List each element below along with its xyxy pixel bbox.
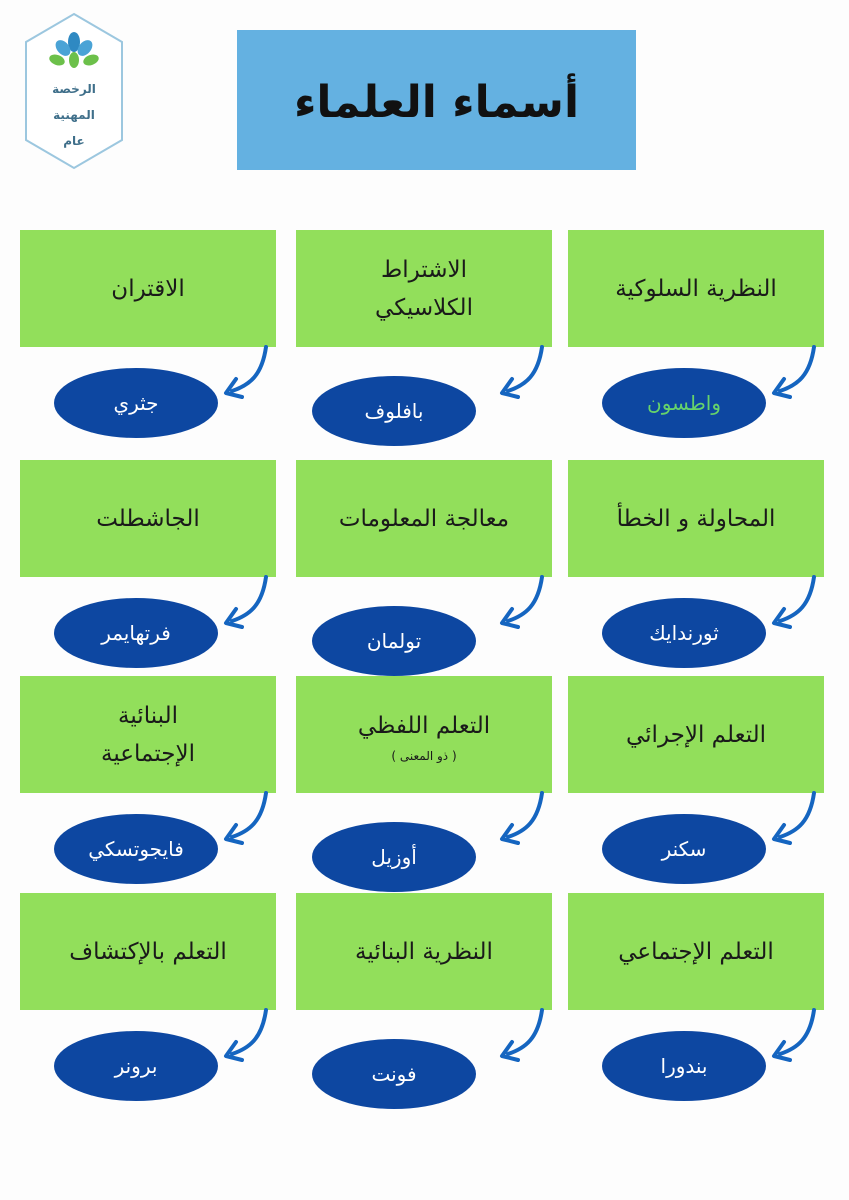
scientist-name: أوزيل <box>371 845 417 869</box>
theory-name: التعلم بالإكتشاف <box>69 938 227 965</box>
scientist-oval: فرتهايمر <box>54 598 218 668</box>
scientist-name: فايجوتسكي <box>88 837 184 861</box>
curved-arrow-icon <box>500 1008 544 1062</box>
logo-line-1: الرخصة <box>52 82 96 96</box>
curved-arrow-icon <box>224 791 268 845</box>
curved-arrow-icon <box>500 345 544 399</box>
theory-name: الاقتران <box>111 275 185 302</box>
theory-name: الإجتماعية <box>101 740 195 767</box>
curved-arrow-icon <box>500 791 544 845</box>
leaf-icon <box>49 32 99 68</box>
scientist-oval: تولمان <box>312 606 476 676</box>
theory-card: النظرية البنائية <box>296 893 552 1010</box>
theory-card: المحاولة و الخطأ <box>568 460 824 577</box>
theory-card: الاقتران <box>20 230 276 347</box>
scientist-name: ثورندايك <box>649 621 719 645</box>
curved-arrow-icon <box>224 345 268 399</box>
scientist-name: برونر <box>114 1054 158 1078</box>
theory-name: الكلاسيكي <box>375 294 473 321</box>
theory-name: البنائية <box>118 702 178 729</box>
theory-card: التعلم بالإكتشاف <box>20 893 276 1010</box>
theory-name: النظرية السلوكية <box>615 275 777 302</box>
logo-badge <box>25 12 123 170</box>
title-banner: أسماء العلماء <box>237 30 636 170</box>
scientist-name: بافلوف <box>364 399 424 423</box>
scientist-oval: بندورا <box>602 1031 766 1101</box>
curved-arrow-icon <box>772 345 816 399</box>
scientist-name: فرتهايمر <box>101 621 171 645</box>
scientist-oval: أوزيل <box>312 822 476 892</box>
theory-name: التعلم اللفظي <box>357 712 491 739</box>
theory-card: التعلم الإجتماعي <box>568 893 824 1010</box>
theory-name: التعلم الإجرائي <box>625 721 767 748</box>
scientist-name: تولمان <box>366 629 422 653</box>
curved-arrow-icon <box>224 1008 268 1062</box>
page-title: أسماء العلماء <box>293 76 580 128</box>
curved-arrow-icon <box>224 575 268 629</box>
theory-card: البنائية الإجتماعية <box>20 676 276 793</box>
curved-arrow-icon <box>772 575 816 629</box>
theory-name: المحاولة و الخطأ <box>616 505 776 532</box>
scientist-oval: واطسون <box>602 368 766 438</box>
theory-card: النظرية السلوكية <box>568 230 824 347</box>
logo-line-2: المهنية <box>53 108 95 122</box>
theory-card: معالجة المعلومات <box>296 460 552 577</box>
scientist-oval: بافلوف <box>312 376 476 446</box>
theory-name: الجاشطلت <box>96 505 200 532</box>
scientist-oval: برونر <box>54 1031 218 1101</box>
scientist-oval: فونت <box>312 1039 476 1109</box>
theory-name: النظرية البنائية <box>355 938 493 965</box>
scientist-oval: سكنر <box>602 814 766 884</box>
curved-arrow-icon <box>772 1008 816 1062</box>
theory-note: ( ذو المعنى ) <box>391 748 457 763</box>
logo: الرخصة المهنية عام <box>22 12 126 170</box>
theory-name: الاشتراط <box>380 256 468 283</box>
scientist-oval: فايجوتسكي <box>54 814 218 884</box>
logo-line-3: عام <box>63 134 85 148</box>
theory-card: الاشتراط الكلاسيكي <box>296 230 552 347</box>
theory-card: التعلم اللفظي ( ذو المعنى ) <box>296 676 552 793</box>
curved-arrow-icon <box>772 791 816 845</box>
curved-arrow-icon <box>500 575 544 629</box>
scientist-name: جثري <box>113 391 159 415</box>
scientist-name: فونت <box>371 1062 417 1086</box>
scientist-name: سكنر <box>661 837 707 861</box>
scientist-oval: جثري <box>54 368 218 438</box>
theory-card: التعلم الإجرائي <box>568 676 824 793</box>
theory-name: التعلم الإجتماعي <box>618 938 774 965</box>
scientist-name: بندورا <box>660 1054 708 1078</box>
scientist-name: واطسون <box>647 391 721 415</box>
theory-card: الجاشطلت <box>20 460 276 577</box>
theory-name: معالجة المعلومات <box>338 505 510 532</box>
scientist-oval: ثورندايك <box>602 598 766 668</box>
